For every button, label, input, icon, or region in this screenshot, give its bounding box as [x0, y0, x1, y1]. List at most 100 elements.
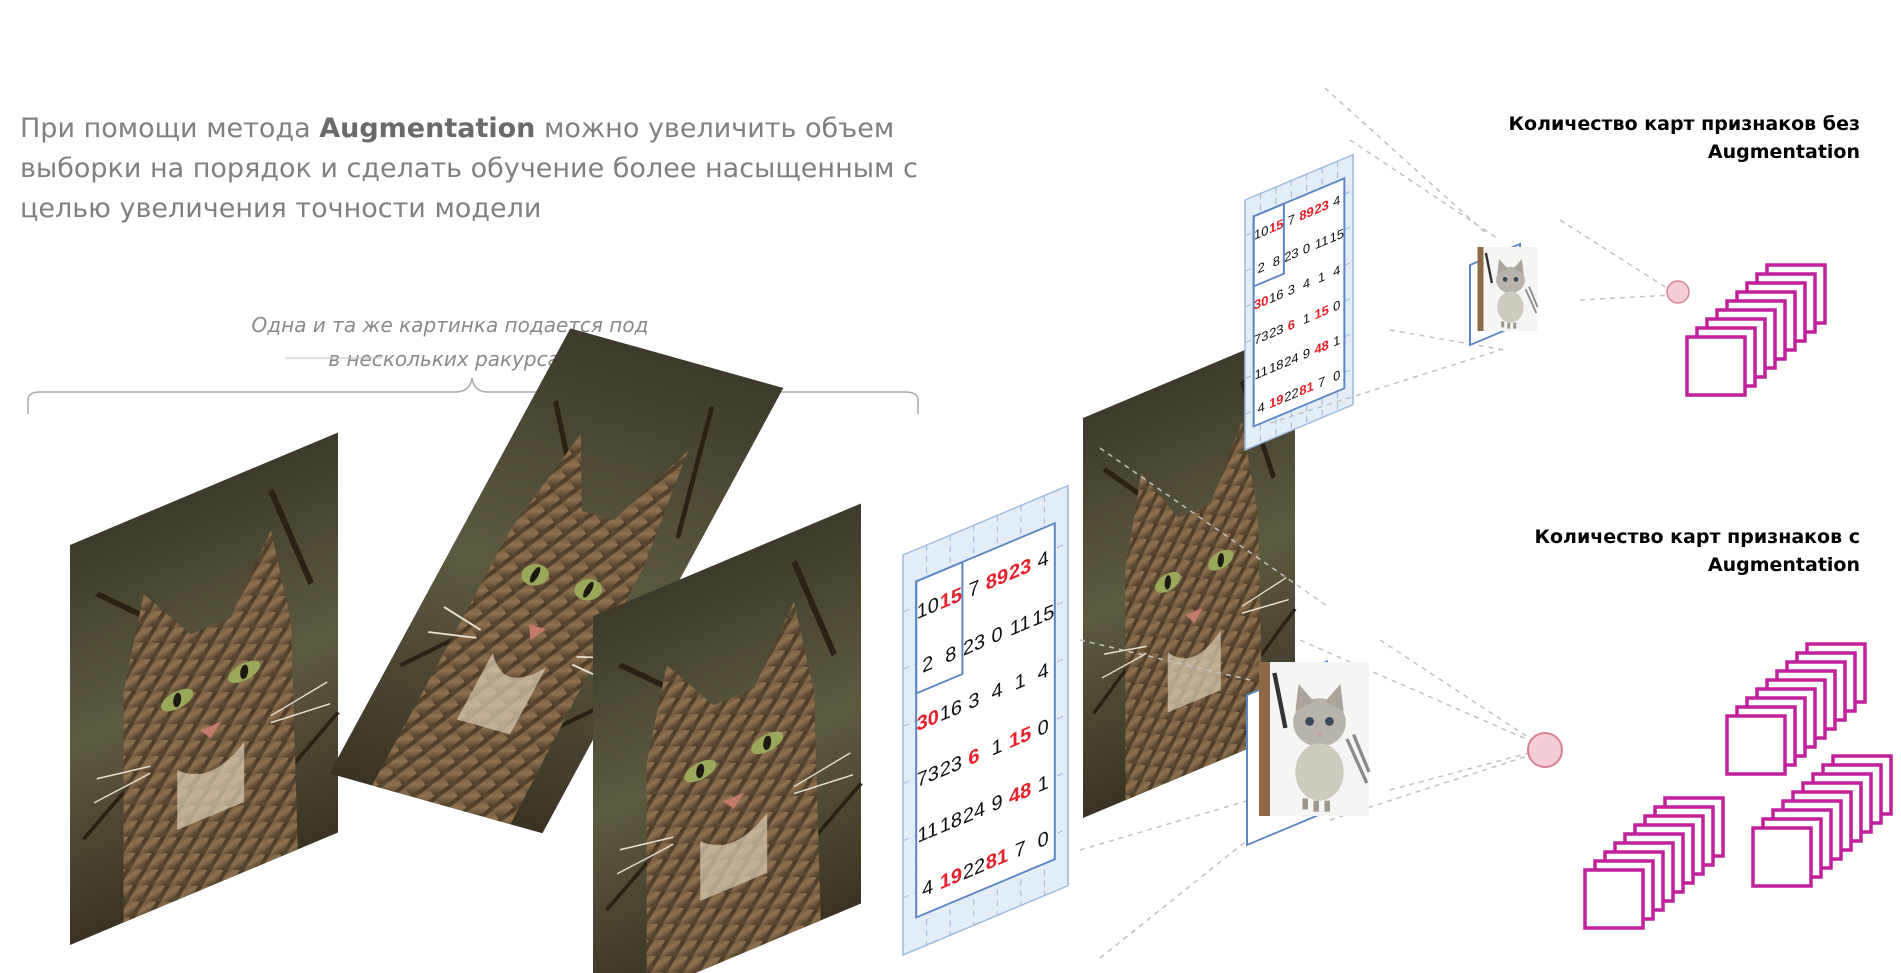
matrix-cell: 22	[963, 853, 985, 884]
bottom-feature-map-stack-icon-1	[1583, 796, 1725, 930]
top-feature-map-stack-icon	[1685, 263, 1827, 397]
intro-bold: Augmentation	[319, 113, 536, 144]
augmented-cat-photo-1	[70, 432, 338, 945]
matrix-cell: 18	[1269, 356, 1283, 376]
matrix-cell: 0	[1038, 827, 1049, 854]
matrix-cell: 4	[1333, 192, 1341, 210]
matrix-cell: 23	[1314, 197, 1329, 218]
matrix-cell: 6	[1288, 316, 1296, 334]
matrix-cell: 11	[1315, 232, 1328, 252]
kitten-photo-icon	[1259, 662, 1369, 816]
matrix-cell: 1	[1318, 269, 1325, 286]
matrix-cell: 81	[1299, 378, 1314, 399]
matrix-cell: 8	[1273, 253, 1280, 270]
matrix-cell: 7	[968, 576, 979, 603]
intro-before: При помощи метода	[20, 113, 320, 144]
matrix-cell: 19	[940, 863, 962, 894]
feature-map-square	[1751, 826, 1813, 888]
matrix-cell: 73	[917, 761, 939, 792]
matrix-cell: 15	[1269, 216, 1284, 237]
bottom-connector-lines	[1079, 447, 1541, 959]
bottom-feature-map-stack-icon-3	[1751, 754, 1893, 888]
intro-after: можно увеличить объем выборки на порядок…	[20, 113, 918, 224]
matrix-cell: 0	[1303, 240, 1310, 257]
matrix-cell: 24	[1284, 350, 1299, 371]
matrix-cell: 1	[1333, 332, 1340, 349]
matrix-cell: 4	[991, 678, 1002, 705]
matrix-cell: 4	[1258, 399, 1266, 417]
matrix-cell: 4	[1038, 547, 1049, 574]
top-heading: Количество карт признаков без Augmentati…	[1440, 110, 1860, 166]
matrix-cell: 6	[968, 744, 979, 771]
matrix-cell: 24	[963, 797, 985, 828]
matrix-cell: 7	[1288, 211, 1295, 228]
matrix-cell: 1	[1303, 310, 1310, 327]
matrix-cell: 9	[991, 790, 1002, 817]
matrix-cell: 4	[1303, 275, 1311, 293]
matrix-cell: 1	[1015, 668, 1026, 695]
matrix-cell: 30	[917, 705, 939, 736]
matrix-cell: 16	[940, 695, 962, 726]
top-connector-lines	[1269, 87, 1674, 424]
matrix-cell: 7	[1015, 836, 1026, 863]
matrix-cell: 48	[1009, 778, 1031, 809]
matrix-cell: 7	[1318, 374, 1325, 391]
feature-map-square	[1583, 868, 1645, 930]
feature-map-square	[1725, 714, 1787, 776]
matrix-cell: 0	[1038, 715, 1049, 742]
matrix-cell: 0	[1333, 297, 1340, 314]
top-neuron-icon	[1666, 280, 1690, 304]
top-feature-map: 8973	[1469, 242, 1540, 347]
matrix-cell: 4	[1038, 659, 1049, 686]
matrix-cell: 48	[1314, 337, 1329, 358]
matrix-cell: 73	[1254, 327, 1268, 347]
matrix-cell: 15	[940, 583, 963, 615]
bottom-feature-map: 8973	[1246, 659, 1369, 847]
matrix-cell: 16	[1269, 286, 1283, 306]
matrix-cell: 22	[1284, 385, 1298, 405]
matrix-cell: 8	[945, 641, 956, 668]
top-heading-line-1: Количество карт признаков без	[1508, 113, 1860, 135]
matrix-cell: 89	[1299, 203, 1314, 224]
feature-map-square	[1685, 335, 1747, 397]
caption-line-2: в нескольких ракурсах	[328, 347, 572, 371]
matrix-cell: 18	[940, 807, 962, 838]
matrix-cell: 15	[1314, 302, 1329, 323]
bottom-feature-map-stack-icon-2	[1725, 642, 1867, 776]
bottom-heading-line-2: Augmentation	[1707, 554, 1860, 576]
matrix-cell: 9	[1303, 345, 1310, 362]
matrix-cell: 11	[1010, 610, 1031, 641]
kitten-photo-icon	[1475, 245, 1540, 333]
matrix-cell: 23	[940, 751, 962, 782]
matrix-cell: 23	[1284, 245, 1298, 265]
matrix-cell: 0	[1333, 367, 1340, 384]
matrix-cell: 11	[1254, 363, 1267, 383]
matrix-cell: 3	[968, 688, 979, 715]
matrix-cell: 19	[1269, 391, 1284, 412]
matrix-cell: 23	[1009, 554, 1031, 585]
matrix-cell: 11	[917, 817, 938, 848]
matrix-cell: 2	[922, 651, 933, 678]
matrix-cell: 15	[1032, 600, 1054, 631]
matrix-cell: 89	[986, 564, 1008, 595]
top-heading-line-2: Augmentation	[1707, 141, 1860, 163]
matrix-cell: 0	[991, 622, 1002, 649]
matrix-cell: 15	[1330, 226, 1344, 246]
matrix-cell: 3	[1288, 281, 1295, 298]
curly-brace-icon	[27, 377, 919, 414]
intro-text: При помощи метода Augmentation можно уве…	[20, 109, 950, 229]
matrix-cell: 10	[917, 593, 939, 624]
bottom-heading-line-1: Количество карт признаков с	[1534, 526, 1860, 548]
matrix-cell: 81	[986, 843, 1009, 875]
matrix-cell: 15	[1009, 722, 1032, 754]
matrix-cell: 23	[1269, 321, 1283, 341]
matrix-cell: 2	[1258, 259, 1265, 276]
matrix-cell: 4	[1333, 262, 1341, 280]
bottom-heading: Количество карт признаков с Augmentation	[1440, 523, 1860, 579]
bottom-neuron-icon	[1527, 732, 1563, 768]
matrix-cell: 1	[991, 734, 1002, 761]
matrix-cell: 1	[1038, 771, 1049, 798]
